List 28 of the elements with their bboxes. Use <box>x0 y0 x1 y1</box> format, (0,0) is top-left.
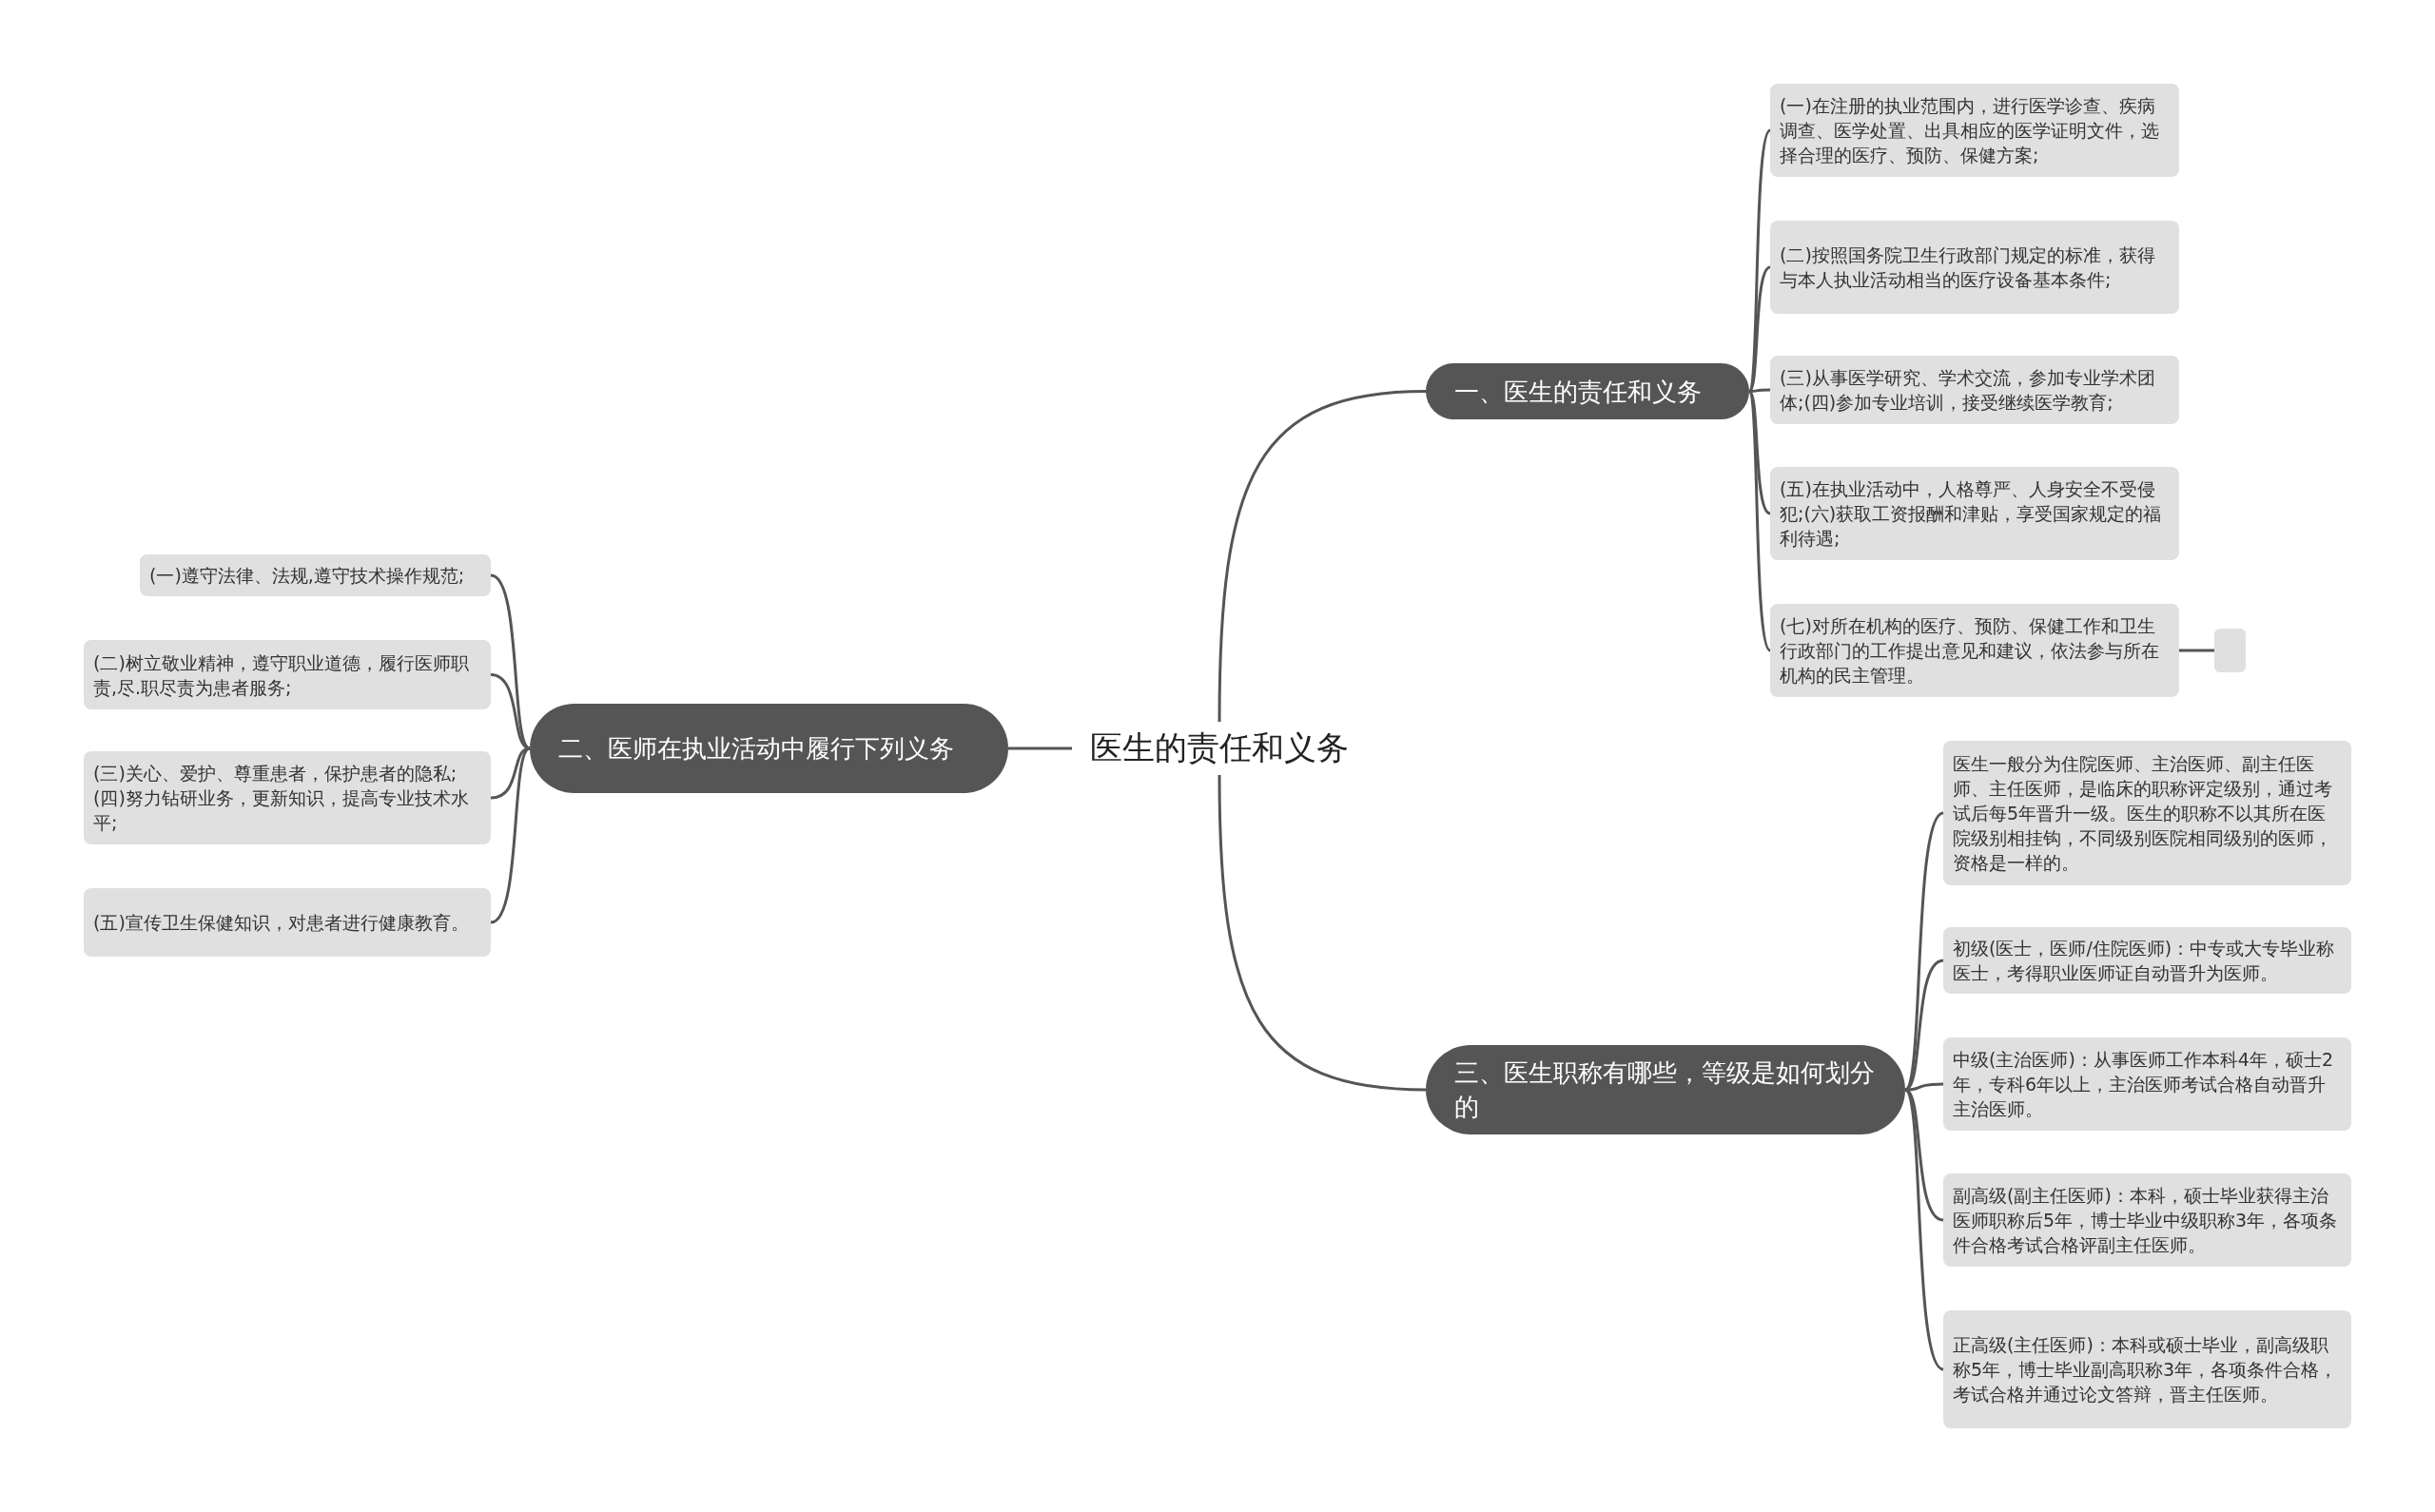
connector-line <box>2179 649 2214 652</box>
branch-topic: 二、医师在执业活动中履行下列义务 <box>530 704 1008 793</box>
subtopic-box: (三)从事医学研究、学术交流，参加专业学术团体;(四)参加专业培训，接受继续医学教育; <box>1770 356 2179 424</box>
subtopic-box: (二)树立敬业精神，遵守职业道德，履行医师职责,尽.职尽责为患者服务; <box>84 640 491 709</box>
subtopic-box: (七)对所在机构的医疗、预防、保健工作和卫生行政部门的工作提出意见和建议，依法参与所在机构的民主管理。 <box>1770 604 2179 697</box>
subtopic-box: (五)宣传卫生保健知识，对患者进行健康教育。 <box>84 888 491 957</box>
subtopic-box: 正高级(主任医师)：本科或硕士毕业，副高级职称5年，博士毕业副高职称3年，各项条件合格，考试合格并通过论文答辩，晋主任医师。 <box>1943 1310 2351 1428</box>
connector-line <box>1903 1089 1944 1371</box>
subtopic-box: 中级(主治医师)：从事医师工作本科4年，硕士2年，专科6年以上，主治医师考试合格自动晋升主治医师。 <box>1943 1037 2351 1131</box>
subtopic-box: (一)遵守法律、法规,遵守技术操作规范; <box>140 554 491 596</box>
connector-line <box>1748 388 1770 393</box>
connector-line <box>1218 390 1427 723</box>
central-topic: 医生的责任和义务 <box>1072 722 1367 775</box>
connector-line <box>1903 811 1944 1091</box>
subtopic-box: 副高级(副主任医师)：本科，硕士毕业获得主治医师职称后5年，博士毕业中级职称3年，各项条件合格考试合格评副主任医师。 <box>1943 1173 2351 1267</box>
subtopic-box: 医生一般分为住院医师、主治医师、副主任医师、主任医师，是临床的职称评定级别，通过考试后每5年晋升一级。医生的职称不以其所在医院级别相挂钩，不同级别医院相同级别的医师，资格是一样的。 <box>1943 741 2351 885</box>
branch-topic: 三、医生职称有哪些，等级是如何划分的 <box>1426 1045 1905 1134</box>
connector-line <box>1218 774 1427 1092</box>
subtopic-box: (一)在注册的执业范围内，进行医学诊查、疾病调查、医学处置、出具相应的医学证明文件，选择合理的医疗、预防、保健方案; <box>1770 84 2179 177</box>
subtopic-box: (三)关心、爱护、尊重患者，保护患者的隐私;(四)努力钻研业务，更新知识，提高专业技术水平; <box>84 751 491 844</box>
connector-line <box>1008 746 1072 750</box>
subtopic-box: (二)按照国务院卫生行政部门规定的标准，获得与本人执业活动相当的医疗设备基本条件; <box>1770 221 2179 314</box>
empty-box <box>2214 629 2246 672</box>
subtopic-box: 初级(医士，医师/住院医师)：中专或大专毕业称医士，考得职业医师证自动晋升为医师。 <box>1943 927 2351 994</box>
connector-line <box>490 746 531 924</box>
connector-line <box>1747 265 1771 393</box>
branch-topic: 一、医生的责任和义务 <box>1426 363 1749 419</box>
subtopic-box: (五)在执业活动中，人格尊严、人身安全不受侵犯;(六)获取工资报酬和津贴，享受国家规定的福利待遇; <box>1770 467 2179 560</box>
